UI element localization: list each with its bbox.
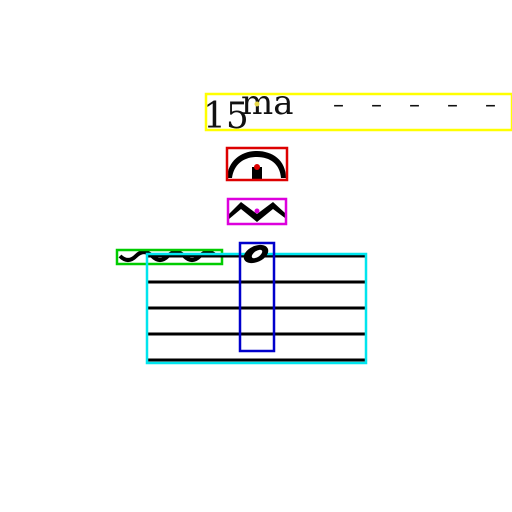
fermata-bbox: [225, 146, 289, 182]
ottava-dashes: – – – – – –: [333, 93, 512, 118]
fermata-dot: [252, 167, 262, 179]
ottava-center-marker: [254, 101, 260, 107]
mordent: [226, 197, 288, 226]
fermata: [225, 146, 289, 182]
ottava-15ma: 15 ma – – – – – –: [203, 83, 512, 137]
staff: [145, 252, 368, 365]
mordent-bbox: [226, 197, 288, 226]
ottava-suffix: ma: [241, 83, 294, 123]
note-bbox: [238, 241, 276, 353]
notehead-hollow: [251, 249, 263, 259]
ottava-bbox: [204, 92, 512, 132]
note: [238, 241, 276, 353]
fermata-center-marker: [254, 164, 260, 170]
mordent-squiggle: [229, 202, 285, 222]
fermata-arc: [227, 151, 286, 178]
mordent-center-marker: [254, 208, 260, 214]
